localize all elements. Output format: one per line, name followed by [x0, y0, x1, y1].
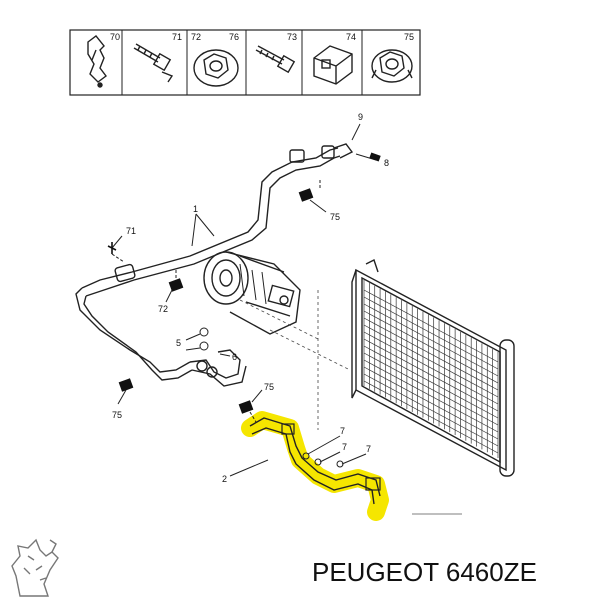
condenser-fin-row [363, 359, 499, 433]
callout-5: 5 [176, 327, 209, 351]
legend-number-73: 73 [287, 32, 297, 42]
condenser-fin-row [363, 338, 499, 412]
callout-number-7c: 7 [366, 444, 371, 454]
ac-compressor [203, 251, 301, 335]
callout-1: 1 [191, 204, 215, 247]
callout-number-7b: 7 [342, 442, 347, 452]
condenser-fin-row [363, 317, 499, 391]
callout-number-9: 9 [358, 112, 363, 122]
callout-number-71: 71 [126, 226, 136, 236]
callout-75-upper: 75 [298, 180, 340, 222]
callout-number-1: 1 [193, 204, 198, 214]
condenser-fins [363, 280, 499, 458]
legend-number-75: 75 [404, 32, 414, 42]
callout-number-2: 2 [222, 474, 227, 484]
condenser-fin-row [363, 296, 499, 370]
legend-number-71: 71 [172, 32, 182, 42]
bolt-icon [133, 43, 174, 83]
condenser-fin-row [363, 352, 499, 426]
callout-8: 8 [355, 152, 389, 168]
callout-number-72: 72 [158, 304, 168, 314]
callout-7c: 7 [341, 444, 371, 465]
callout-75-left: 75 [112, 378, 134, 420]
callout-2: 2 [222, 459, 269, 484]
condenser-fin-row [363, 345, 499, 419]
pipe-assembly-1 [75, 143, 354, 387]
callout-number-8: 8 [384, 158, 389, 168]
legend-number-72: 72 [191, 32, 201, 42]
callout-number-75-lower: 75 [264, 382, 274, 392]
callout-75-lower: 75 [238, 382, 274, 423]
condenser-fin-row [363, 331, 499, 405]
fastener-legend: 70 71 72 76 73 [69, 29, 421, 96]
legend-number-74: 74 [346, 32, 356, 42]
callout-72: 72 [158, 270, 184, 314]
callout-number-75-left: 75 [112, 410, 122, 420]
hose-highlight-glow [241, 411, 389, 521]
nut-washer-icon [193, 49, 239, 87]
callout-number-5: 5 [176, 338, 181, 348]
callout-number-75-upper: 75 [330, 212, 340, 222]
legend-number-76: 76 [229, 32, 239, 42]
legend-number-70: 70 [110, 32, 120, 42]
condenser-fin-row [363, 366, 499, 440]
condenser-fin-row [363, 289, 499, 363]
callout-71: 71 [107, 226, 136, 263]
condenser [351, 259, 515, 477]
callout-7a: 7 [307, 426, 345, 455]
peugeot-lion-logo [11, 538, 59, 597]
condenser-fin-row [363, 380, 499, 454]
guide-lines [239, 290, 351, 430]
flange-nut-icon [371, 49, 413, 83]
callout-7b: 7 [319, 442, 347, 463]
callout-number-7a: 7 [340, 426, 345, 436]
condenser-fin-row [363, 324, 499, 398]
condenser-fin-row [363, 310, 499, 384]
cage-nut-icon [313, 45, 353, 85]
condenser-fin-row [363, 303, 499, 377]
highlighted-hose [241, 411, 389, 521]
condenser-fin-row [363, 373, 499, 447]
callout-number-6: 6 [232, 352, 237, 362]
screw-icon [255, 45, 296, 74]
callout-9: 9 [351, 112, 363, 141]
part-number: PEUGEOT 6460ZE [312, 557, 537, 587]
callout-6: 6 [219, 352, 237, 362]
clip-icon [87, 35, 107, 88]
